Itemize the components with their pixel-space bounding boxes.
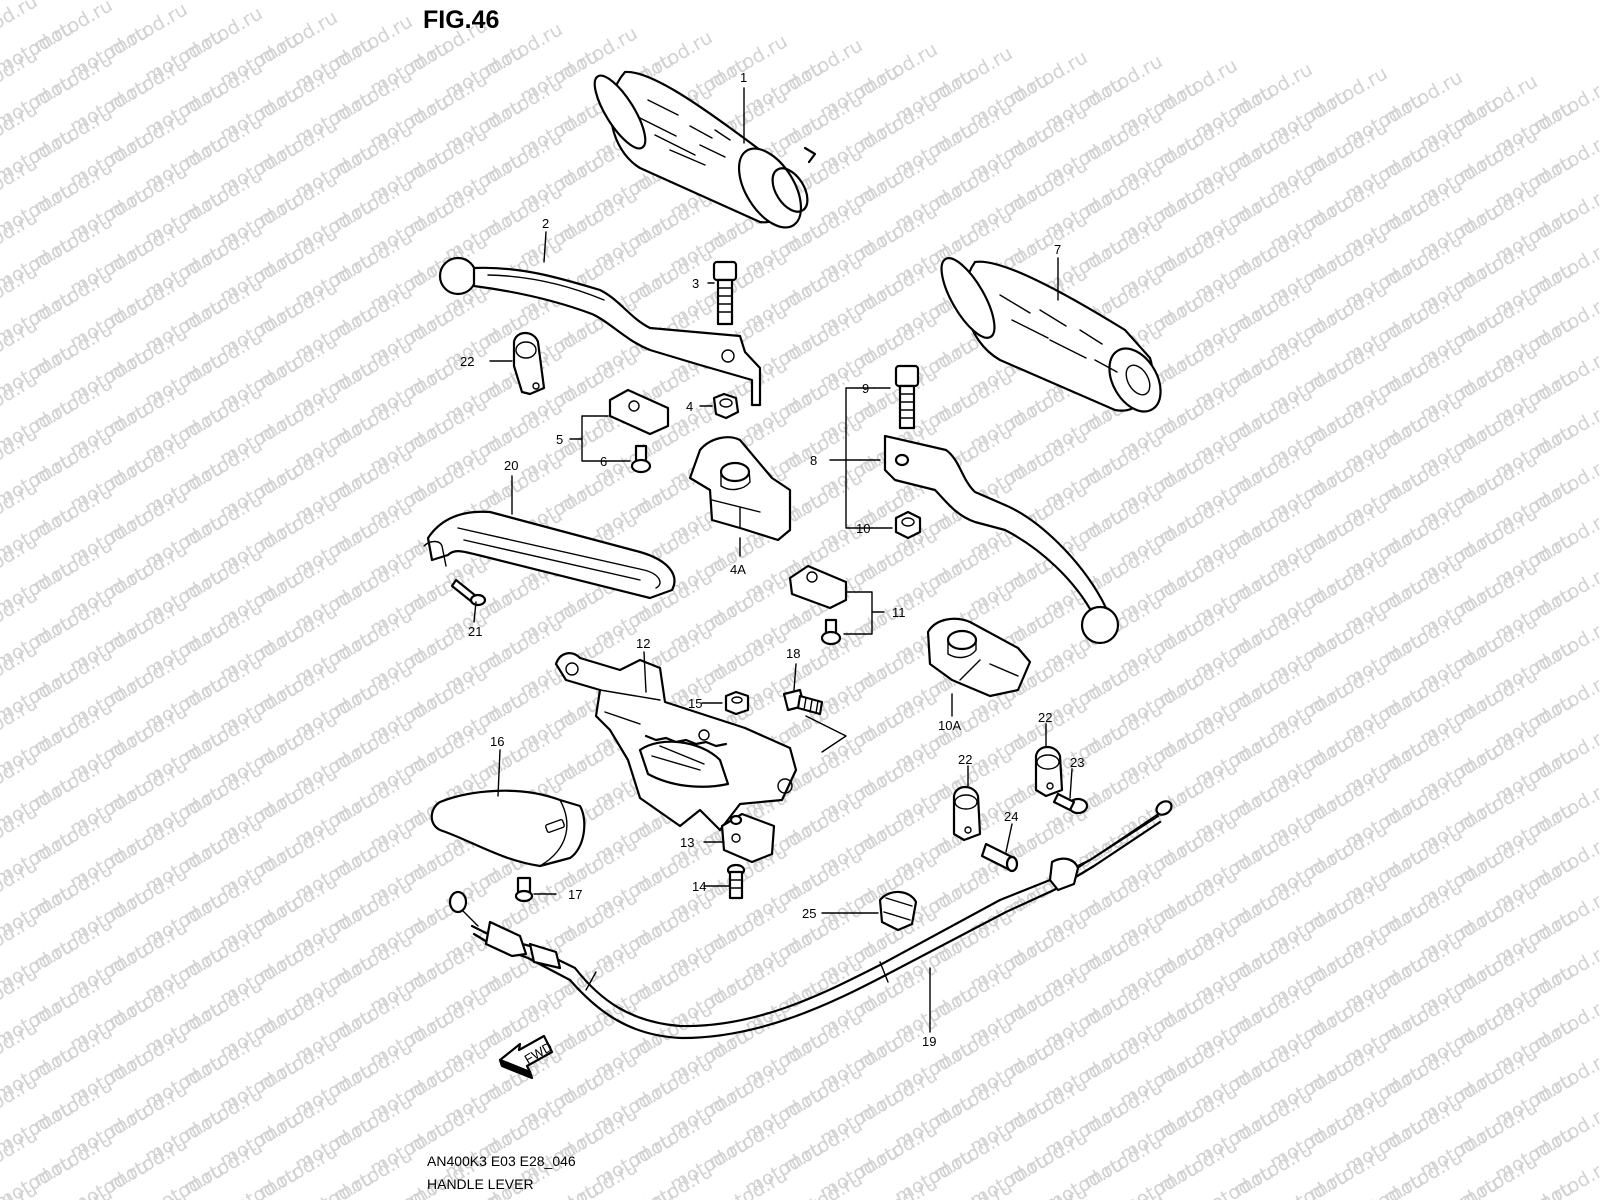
callout-4: 4 — [686, 399, 693, 414]
reference-numbers: 1 2 3 22 4 5 6 4A 20 21 7 9 8 10 11 10A … — [460, 70, 1084, 1049]
part-10a-lever-holder — [926, 617, 1032, 698]
callout-10a: 10A — [938, 718, 961, 733]
figure-title: FIG.46 — [423, 6, 500, 34]
part-11-screw — [820, 618, 842, 646]
part-13-switch — [720, 812, 776, 864]
part-11-switch — [788, 564, 848, 610]
part-4a-lever-holder — [688, 436, 792, 542]
part-20-cover-plate — [423, 510, 676, 600]
part-4-nut — [712, 392, 740, 420]
part-10-nut — [894, 510, 922, 540]
callout-18: 18 — [786, 646, 800, 661]
part-22-clamp-upper — [512, 331, 546, 396]
leader-lines — [473, 87, 1073, 1033]
drawing-code: AN400K3 E03 E28_046 — [427, 1153, 576, 1169]
callout-25: 25 — [802, 906, 816, 921]
callout-19: 19 — [922, 1034, 936, 1049]
callout-7: 7 — [1054, 242, 1061, 257]
callout-15: 15 — [688, 696, 702, 711]
callout-2: 2 — [542, 216, 549, 231]
part-16-grip-pad — [430, 789, 586, 868]
callout-1: 1 — [740, 70, 747, 85]
part-24-collar — [980, 842, 1019, 873]
callout-17: 17 — [568, 887, 582, 902]
part-21-screw — [450, 578, 487, 607]
callout-4a: 4A — [730, 562, 746, 577]
fwd-arrow-icon: FWD — [498, 1034, 555, 1080]
part-14-screw — [726, 863, 746, 900]
callout-22-upper: 22 — [460, 354, 474, 369]
callout-3: 3 — [692, 276, 699, 291]
part-5-brake-switch — [608, 388, 670, 436]
part-23-bolt — [1052, 792, 1089, 815]
callout-8: 8 — [810, 453, 817, 468]
part-19-parking-cable — [448, 800, 1173, 1040]
part-12-parking-brake-bracket — [554, 652, 798, 832]
part-7-left-grip — [940, 257, 1162, 413]
callout-11: 11 — [892, 605, 906, 620]
callout-22-left: 22 — [958, 752, 972, 767]
part-6-screw — [630, 444, 652, 474]
callout-5: 5 — [556, 432, 563, 447]
callout-24: 24 — [1004, 809, 1018, 824]
part-17-screw — [514, 876, 534, 903]
part-18-bolt — [782, 688, 824, 716]
part-8-rear-brake-lever — [883, 434, 1120, 645]
part-3-pivot-bolt — [712, 260, 738, 326]
callout-14: 14 — [692, 879, 706, 894]
callout-13: 13 — [680, 835, 694, 850]
figure-caption: HANDLE LEVER — [427, 1176, 534, 1192]
callout-20: 20 — [504, 458, 518, 473]
callout-22-right: 22 — [1038, 710, 1052, 725]
callout-21: 21 — [468, 624, 482, 639]
callout-6: 6 — [600, 454, 607, 469]
part-15-nut — [724, 690, 750, 716]
callout-9: 9 — [862, 381, 869, 396]
part-25-cable-clip — [878, 890, 918, 932]
part-22-clamp-right — [1034, 745, 1064, 798]
part-9-pivot-bolt — [894, 364, 920, 430]
callout-16: 16 — [490, 734, 504, 749]
part-2-brake-lever — [438, 256, 762, 407]
fwd-badge-label: FWD — [522, 1039, 555, 1067]
part-1-throttle-grip — [593, 70, 817, 229]
callout-12: 12 — [636, 636, 650, 651]
callout-23: 23 — [1070, 755, 1084, 770]
part-22-clamp-left — [952, 785, 982, 842]
callout-10: 10 — [856, 521, 870, 536]
